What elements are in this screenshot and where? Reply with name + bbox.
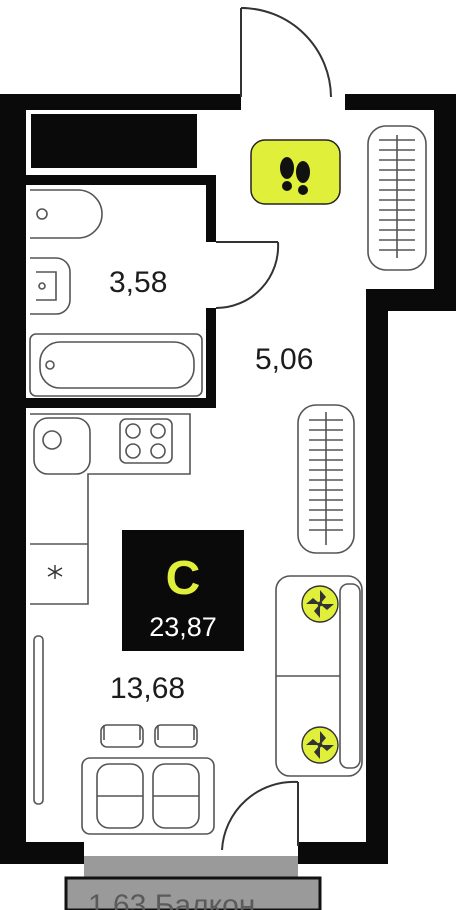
living-area-label: 13,68 — [110, 672, 185, 705]
wall-bottom-left — [0, 842, 84, 864]
wall-bathroom-right — [206, 175, 216, 242]
balcony-door[interactable] — [221, 780, 299, 851]
wall-bathroom-top — [26, 175, 216, 185]
bathtub — [29, 333, 203, 397]
storage-shelf — [29, 112, 199, 170]
apartment-badge: C 23,87 — [122, 530, 244, 651]
hallway-area-label: 5,06 — [255, 343, 313, 376]
wall-right-upper — [434, 94, 456, 309]
radiator-lower — [297, 404, 355, 554]
balcony: 1,63 Балкон — [64, 856, 322, 910]
kitchen-counter — [30, 413, 191, 605]
apartment-type-letter: C — [166, 552, 201, 605]
apartment-total-area: 23,87 — [149, 612, 217, 642]
watermark-text: ONREALT — [340, 26, 410, 43]
wall-bathroom-right-lower — [206, 308, 216, 408]
wall-top-left — [0, 94, 241, 110]
bathroom-door[interactable] — [215, 241, 280, 310]
entrance-door[interactable] — [240, 7, 332, 98]
radiator-upper — [367, 125, 427, 271]
fan-icon — [301, 585, 339, 623]
wall-bottom-right — [298, 842, 388, 864]
footprints-icon — [250, 139, 341, 205]
bathroom-sink — [30, 257, 71, 315]
wall-right-lower — [366, 289, 388, 864]
wall-right-step — [366, 289, 456, 311]
balcony-label: 1,63 Балкон — [88, 889, 255, 910]
wall-bathroom-bottom — [26, 398, 216, 408]
wardrobe-rail — [33, 635, 44, 805]
toilet — [30, 189, 103, 239]
wall-left — [0, 94, 26, 864]
sofa — [275, 575, 363, 777]
fan-icon — [301, 726, 339, 764]
watermark: ONREALT — [317, 24, 410, 43]
bathroom-area-label: 3,58 — [109, 266, 167, 299]
dining-set — [81, 724, 215, 835]
snowflake-icon — [47, 565, 63, 579]
walls — [0, 94, 456, 864]
wall-top-right — [345, 94, 456, 110]
